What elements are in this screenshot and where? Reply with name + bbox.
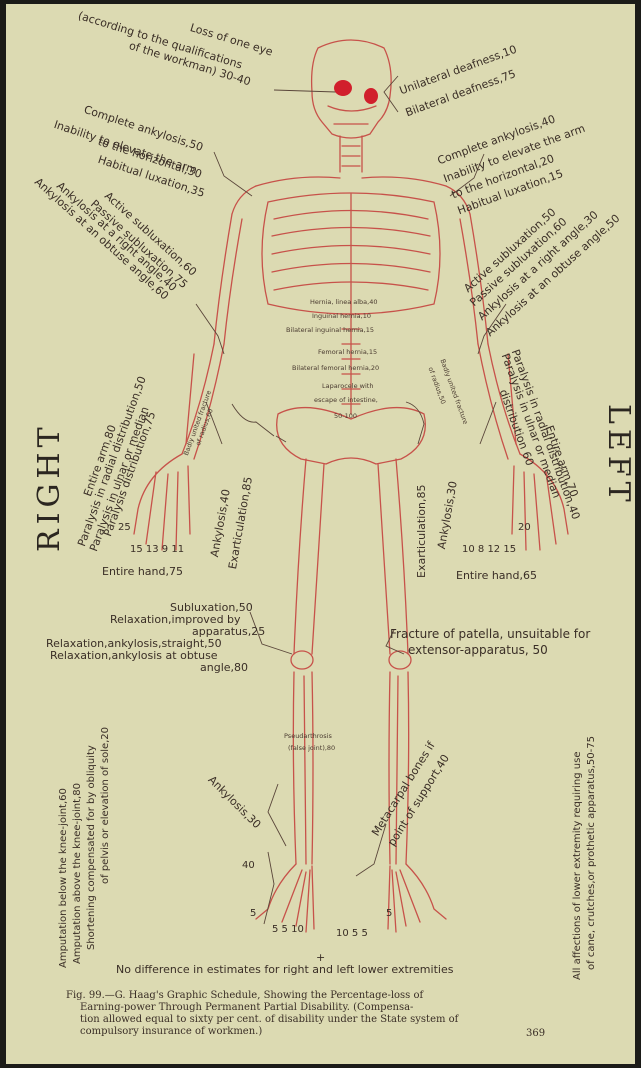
label-trunk-linea-alba: Hernia, linea alba,40 bbox=[310, 298, 378, 306]
caption-line-2: Earning-power Through Permanent Partial … bbox=[80, 1002, 413, 1014]
label-r-finger-nums: 15 13 9 11 bbox=[130, 544, 184, 555]
label-trunk-femoral: Femoral hernia,15 bbox=[318, 348, 377, 356]
label-shortening-pelvis: of pelvis or elevation of sole,20 bbox=[100, 727, 111, 884]
label-amputation-above: Amputation above the knee-joint,80 bbox=[72, 783, 83, 964]
label-l-toe-5b: 5 bbox=[386, 908, 392, 919]
label-r-entire-hand: Entire hand,75 bbox=[102, 566, 183, 578]
label-affections-cane: of cane, crutches,or prothetic apparatus… bbox=[586, 736, 597, 970]
label-amputation-below: Amputation below the knee-joint,60 bbox=[58, 788, 69, 968]
label-l-toes: 10 5 5 bbox=[336, 928, 368, 939]
label-r-toe-5a: 5 bbox=[250, 908, 256, 919]
label-knee-angle: angle,80 bbox=[200, 662, 248, 674]
label-l-wrist-exarticulation: Exarticulation,85 bbox=[416, 485, 428, 578]
side-label-left: LEFT bbox=[601, 404, 635, 507]
label-trunk-bilateral-inguinal: Bilateral inguinal hernia,15 bbox=[286, 326, 374, 334]
label-r-finger-25: 25 bbox=[118, 522, 131, 533]
label-l-finger-20: 20 bbox=[518, 522, 531, 533]
label-pseudarthrosis: Pseudarthrosis bbox=[284, 732, 332, 740]
caption-line-1: Fig. 99.—G. Haag's Graphic Schedule, Sho… bbox=[66, 990, 423, 1002]
label-affections-lower: All affections of lower extremity requir… bbox=[572, 752, 583, 980]
label-shortening: Shortening compensated for by obliquity bbox=[86, 745, 97, 950]
caption-line-3: tion allowed equal to sixty per cent. of… bbox=[80, 1014, 458, 1026]
label-patella-extensor: extensor-apparatus, 50 bbox=[408, 644, 548, 656]
label-trunk-inguinal: Inguinal hernia,10 bbox=[312, 312, 371, 320]
page-number: 369 bbox=[526, 1028, 545, 1040]
label-r-toes: 5 5 10 bbox=[272, 924, 304, 935]
plate-page: (according to the qualifications Loss of… bbox=[6, 4, 635, 1064]
label-l-finger-nums: 10 8 12 15 bbox=[462, 544, 516, 555]
label-trunk-laparocele: Laparocele with bbox=[322, 382, 373, 390]
label-patella-fracture: Fracture of patella, unsuitable for bbox=[390, 628, 590, 640]
label-no-difference: No difference in estimates for right and… bbox=[116, 964, 453, 976]
label-trunk-bilateral-femoral: Bilateral femoral hernia,20 bbox=[292, 364, 379, 372]
label-trunk-escape: escape of intestine, bbox=[314, 396, 378, 404]
caption-line-4: compulsory insurance of workmen.) bbox=[80, 1026, 262, 1038]
label-l-entire-hand: Entire hand,65 bbox=[456, 570, 537, 582]
label-knee-ankylosis-obtuse: Relaxation,ankylosis at obtuse bbox=[50, 650, 218, 662]
label-false-joint: (false joint),80 bbox=[288, 744, 335, 752]
side-label-right: RIGHT bbox=[32, 422, 67, 552]
label-foot-40: 40 bbox=[242, 860, 255, 871]
label-trunk-range: 50-100 bbox=[334, 412, 357, 420]
